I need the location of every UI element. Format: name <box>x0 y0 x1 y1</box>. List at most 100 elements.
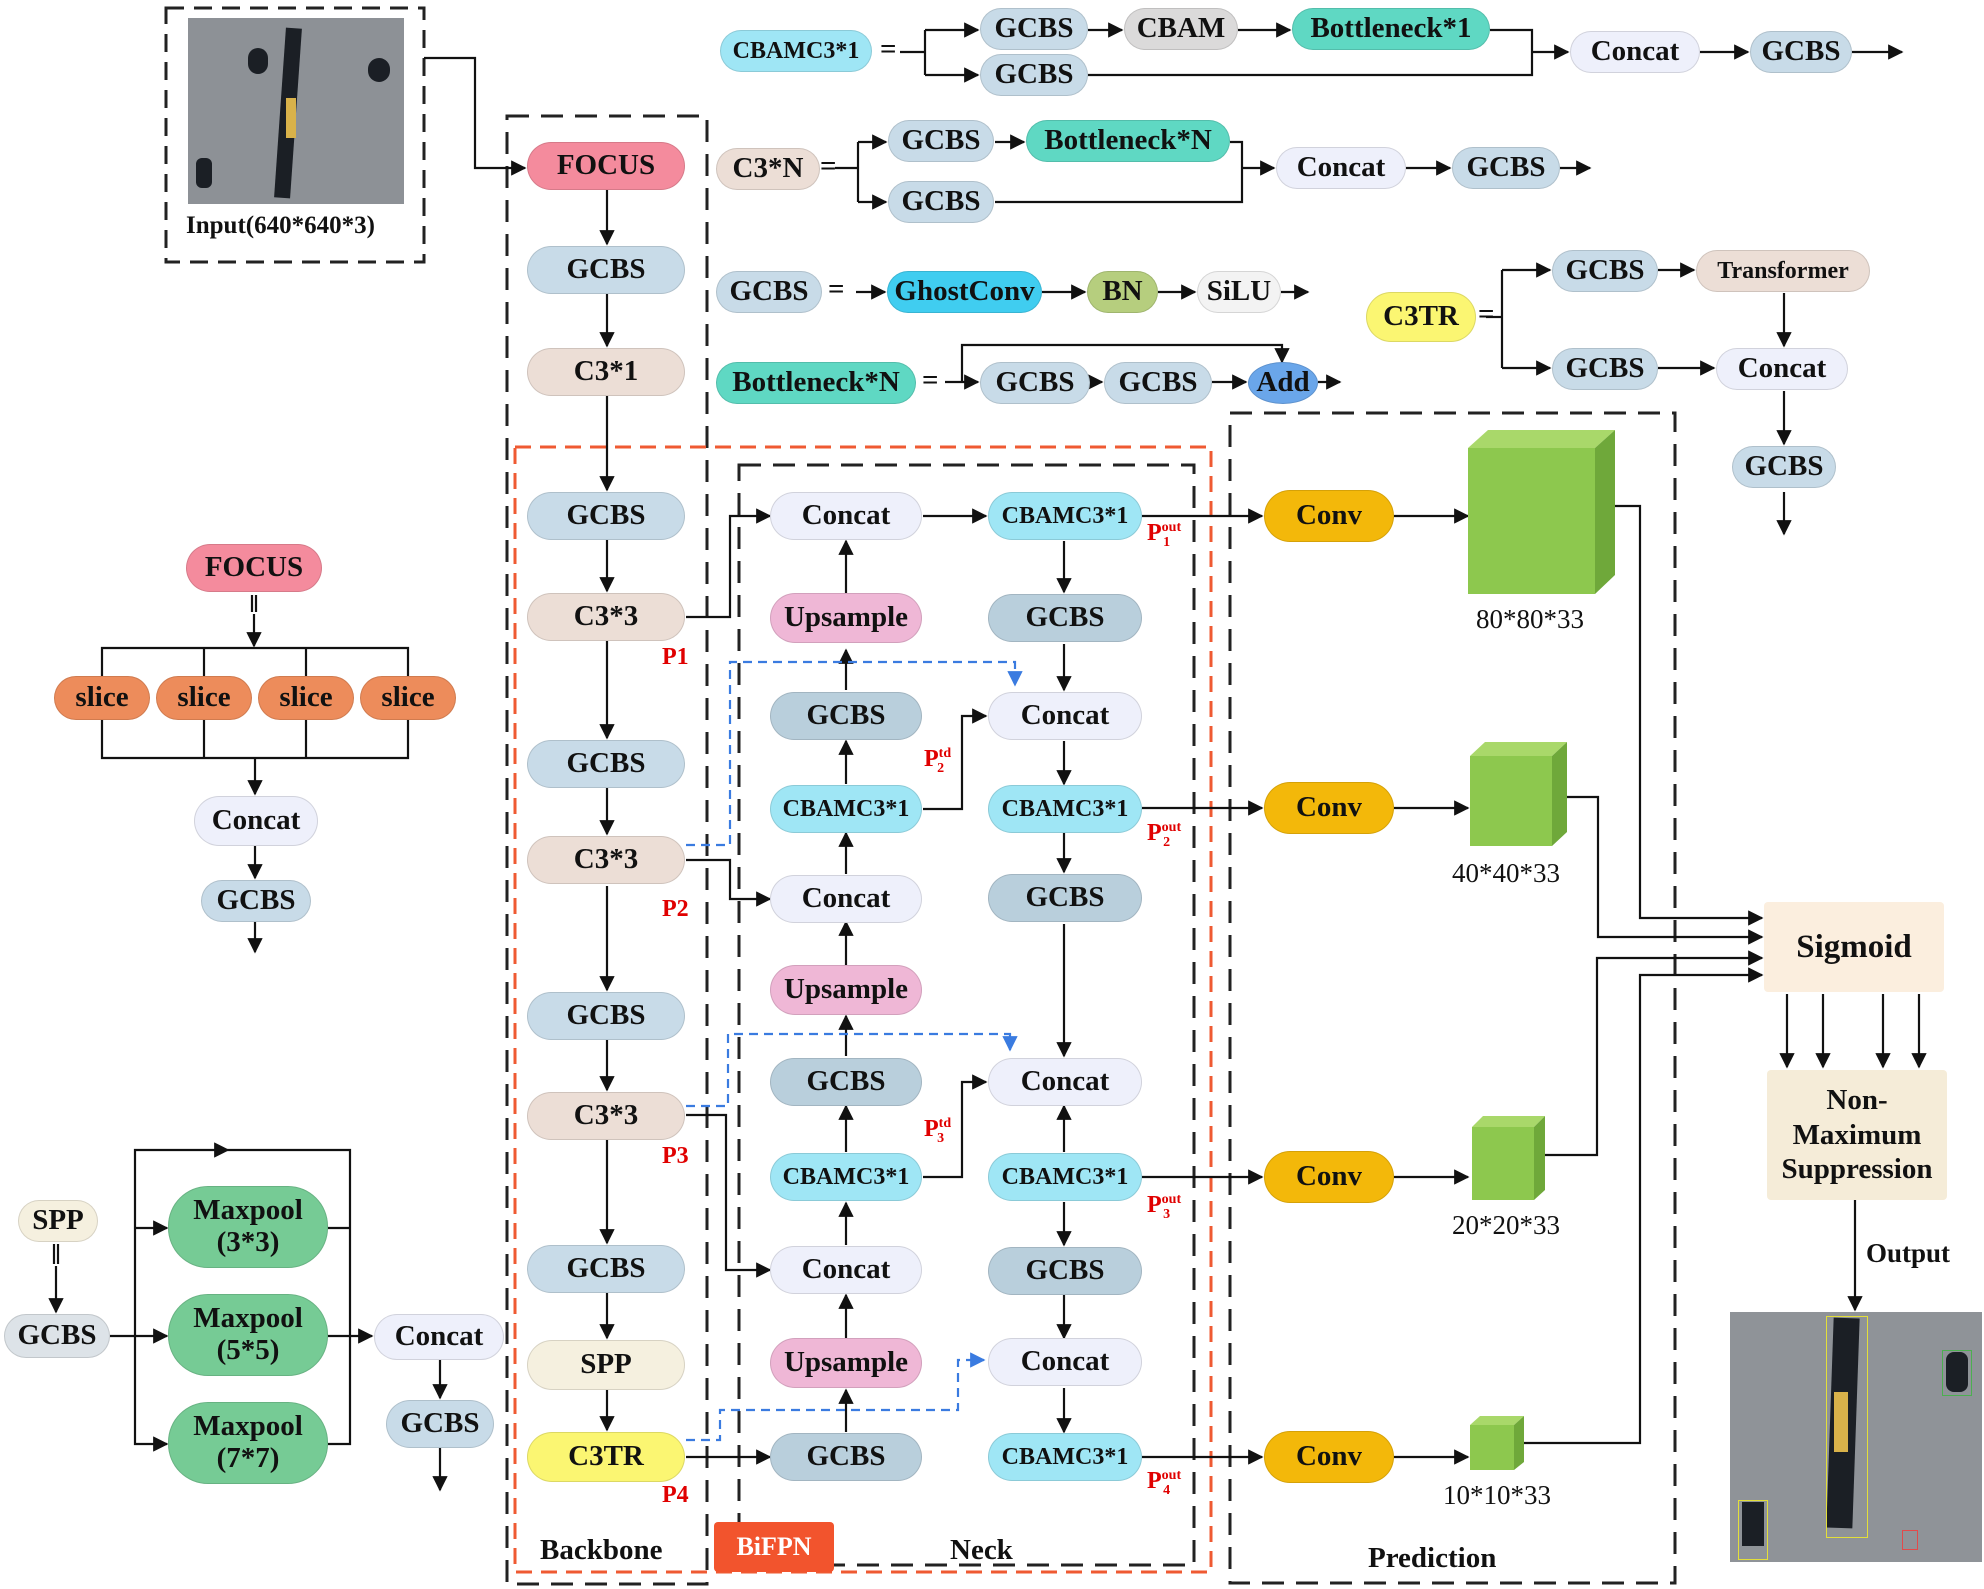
focus-detail-slice-1: slice <box>54 676 150 720</box>
p2-label: P2 <box>662 896 689 922</box>
bifpn-label: BiFPN <box>714 1522 834 1572</box>
input-label: Input(640*640*3) <box>186 212 375 239</box>
neck-box <box>737 463 1196 1567</box>
backbone-c3-3-a: C3*3 <box>527 593 685 641</box>
focus-detail-slice-4: slice <box>360 676 456 720</box>
legend-c3n-bottleneck: Bottleneck*N <box>1026 120 1230 162</box>
legend-bottleneck-gcbs-a: GCBS <box>980 362 1090 404</box>
legend-cbamc3-concat: Concat <box>1570 31 1700 73</box>
focus-detail-gcbs: GCBS <box>201 880 311 922</box>
backbone-c3-1: C3*1 <box>527 348 685 396</box>
p1-label: P1 <box>662 644 689 670</box>
neck-right-cbamc3-4: CBAMC3*1 <box>988 1433 1142 1481</box>
focus-detail-slice-3: slice <box>258 676 354 720</box>
cube-10 <box>1470 1416 1524 1470</box>
legend-c3n-eq: = <box>820 150 837 182</box>
spp-detail-gcbs-out: GCBS <box>386 1400 494 1448</box>
pred-size-20: 20*20*33 <box>1452 1210 1560 1240</box>
backbone-gcbs-1: GCBS <box>527 246 685 294</box>
backbone-spp: SPP <box>527 1340 685 1390</box>
neck-left-gcbs-2: GCBS <box>770 1058 922 1106</box>
neck-right-cbamc3-1: CBAMC3*1 <box>988 492 1142 540</box>
p-out-1-label: Pout1 <box>1147 520 1182 550</box>
spp-detail-maxpool-7: Maxpool (7*7) <box>168 1402 328 1484</box>
legend-cbamc3-gcbs-b: GCBS <box>980 54 1088 96</box>
legend-transformer: Transformer <box>1696 250 1870 292</box>
input-image <box>188 18 404 204</box>
spp-detail-maxpool-3: Maxpool (3*3) <box>168 1186 328 1268</box>
backbone-gcbs-2: GCBS <box>527 492 685 540</box>
legend-bottleneck-gcbs-b: GCBS <box>1104 362 1212 404</box>
backbone-c3tr: C3TR <box>527 1432 685 1482</box>
backbone-c3-3-b: C3*3 <box>527 836 685 884</box>
spp-detail-maxpool-3-label: Maxpool (3*3) <box>193 1194 303 1258</box>
neck-right-concat-3: Concat <box>988 1338 1142 1386</box>
legend-c3tr-name: C3TR <box>1366 292 1476 342</box>
cube-80 <box>1468 430 1615 594</box>
pred-conv-3: Conv <box>1264 1151 1394 1203</box>
legend-c3n-gcbs-b: GCBS <box>888 181 994 223</box>
focus-detail-name: FOCUS <box>186 544 322 592</box>
legend-c3n-gcbs-a: GCBS <box>888 120 994 162</box>
legend-c3n-name: C3*N <box>716 148 820 190</box>
focus-detail-concat: Concat <box>194 796 318 846</box>
neck-right-gcbs-1: GCBS <box>988 594 1142 642</box>
cube-20 <box>1472 1116 1545 1200</box>
p-out-3-label: Pout3 <box>1147 1192 1182 1222</box>
spp-detail-maxpool-5-label: Maxpool (5*5) <box>193 1302 303 1366</box>
input-box <box>164 6 426 264</box>
backbone-gcbs-3: GCBS <box>527 740 685 788</box>
p-td-2-label: Ptd2 <box>924 746 952 776</box>
legend-c3tr-gcbs-a: GCBS <box>1552 250 1658 292</box>
backbone-gcbs-5: GCBS <box>527 1245 685 1293</box>
p-out-4-label: Pout4 <box>1147 1468 1182 1498</box>
p-out-2-label: Pout2 <box>1147 820 1182 850</box>
bifpn-box <box>513 445 1213 1574</box>
pred-conv-1: Conv <box>1264 490 1394 542</box>
neck-left-gcbs-1: GCBS <box>770 692 922 740</box>
legend-gcbs-eq: = <box>828 273 845 305</box>
backbone-focus: FOCUS <box>527 142 685 190</box>
focus-detail-slice-2: slice <box>156 676 252 720</box>
neck-right-concat-1: Concat <box>988 692 1142 740</box>
legend-bottleneck-add: Add <box>1248 362 1318 404</box>
output-label: Output <box>1866 1238 1951 1268</box>
legend-bottleneck-eq: = <box>922 364 939 396</box>
p4-label: P4 <box>662 1482 689 1508</box>
backbone-gcbs-4: GCBS <box>527 992 685 1040</box>
prediction-box <box>1228 411 1677 1585</box>
neck-left-concat-1: Concat <box>770 492 922 540</box>
legend-gcbs-name: GCBS <box>716 271 822 313</box>
neck-left-concat-3: Concat <box>770 1246 922 1294</box>
legend-bn: BN <box>1087 271 1158 313</box>
legend-c3tr-gcbs-out: GCBS <box>1732 446 1836 488</box>
spp-detail-name: SPP <box>18 1200 98 1242</box>
neck-label: Neck <box>950 1534 1013 1566</box>
neck-left-gcbs-3: GCBS <box>770 1433 922 1481</box>
legend-cbamc3-gcbs-a: GCBS <box>980 8 1088 50</box>
legend-cbamc3-name: CBAMC3*1 <box>720 30 872 72</box>
legend-ghostconv: GhostConv <box>887 271 1042 313</box>
legend-c3tr-concat: Concat <box>1716 348 1848 390</box>
legend-cbamc3-cbam: CBAM <box>1124 8 1238 50</box>
neck-left-upsample-1: Upsample <box>770 593 922 643</box>
p3-label: P3 <box>662 1143 689 1169</box>
legend-cbamc3-bottleneck: Bottleneck*1 <box>1292 8 1490 50</box>
prediction-label: Prediction <box>1368 1542 1497 1574</box>
output-image <box>1730 1312 1982 1562</box>
legend-cbamc3-gcbs-out: GCBS <box>1750 31 1852 73</box>
neck-left-cbamc3-1: CBAMC3*1 <box>770 785 922 833</box>
neck-right-gcbs-3: GCBS <box>988 1247 1142 1295</box>
backbone-label: Backbone <box>540 1534 663 1566</box>
pred-conv-4: Conv <box>1264 1431 1394 1483</box>
p-td-3-label: Ptd3 <box>924 1116 952 1146</box>
legend-cbamc3-eq: = <box>880 33 897 65</box>
neck-left-cbamc3-2: CBAMC3*1 <box>770 1153 922 1201</box>
pred-size-10: 10*10*33 <box>1443 1480 1551 1510</box>
legend-c3tr-gcbs-b: GCBS <box>1552 348 1658 390</box>
neck-right-cbamc3-2: CBAMC3*1 <box>988 785 1142 833</box>
backbone-box <box>505 114 709 1586</box>
